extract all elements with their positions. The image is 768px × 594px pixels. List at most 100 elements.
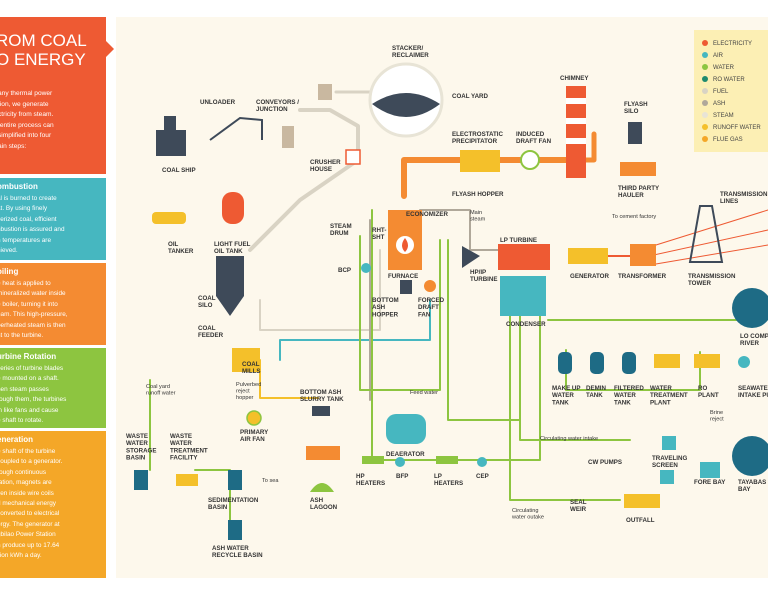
ash-recycle-icon <box>228 520 242 540</box>
chimney-stripe <box>566 138 586 144</box>
air-line <box>279 299 431 361</box>
coal-ship-bridge-icon <box>164 116 176 130</box>
label-circ-intake: Circulating water intake <box>540 436 598 442</box>
transmission-lines <box>639 209 768 266</box>
step-turbine-rotation: urbine Rotation series of turbine blades… <box>0 348 106 428</box>
induced-fan-icon <box>520 150 540 170</box>
wwtf-icon <box>176 474 198 486</box>
label-cw-pumps: CW PUMPS <box>588 459 622 466</box>
label-rht-sht: RHT-SHT <box>372 227 386 241</box>
sidebar: ROM COAL O ENERGY any thermal power tion… <box>0 0 114 594</box>
label-fore-bay: FORE BAY <box>694 479 726 486</box>
legend-dot-icon <box>702 52 708 58</box>
fore-bay-icon <box>700 462 720 478</box>
label-cep: CEP <box>476 473 489 480</box>
legend-dot-icon <box>702 76 708 82</box>
flame-icon <box>402 238 408 252</box>
legend-dot-icon <box>702 112 708 118</box>
legend-item: ELECTRICITY <box>702 40 752 47</box>
step-boiling: oiling e heat is applied to mineralized … <box>0 263 106 345</box>
legend-item: RUNOFF WATER <box>702 124 761 131</box>
label-coal-ship: COAL SHIP <box>162 167 196 174</box>
legend-dot-icon <box>702 136 708 142</box>
sedimentation-icon <box>228 470 242 490</box>
flyash-silo-icon <box>628 122 642 144</box>
steam-line <box>419 209 501 251</box>
hauler-truck-icon <box>620 162 656 176</box>
screen-icon <box>660 470 674 484</box>
legend-dot-icon <box>702 40 708 46</box>
label-economizer: ECONOMIZER <box>406 211 448 218</box>
bottom-ash-hopper-icon <box>400 280 412 294</box>
label-to-sea: To sea <box>262 478 279 484</box>
forced-draft-fan-icon <box>424 280 436 292</box>
legend-dot-icon <box>702 64 708 70</box>
step-combustion: ombustion al is burned to create at. By … <box>0 178 106 260</box>
chimney-icon <box>566 86 586 178</box>
ro-plant-icon <box>694 354 720 368</box>
lp-heaters-icon <box>436 456 458 464</box>
seawater-pump-icon <box>738 356 750 368</box>
label-cement: To cement factory <box>612 214 656 220</box>
label-conveyors: CONVEYORS /JUNCTION <box>256 99 299 113</box>
unloader-icon <box>209 116 263 141</box>
legend-item: FLUE GAS <box>702 136 743 143</box>
label-lp-turbine: LP TURBINE <box>500 237 537 244</box>
deaerator-icon <box>386 414 426 444</box>
river-icon <box>732 288 768 328</box>
transformer-icon <box>630 244 656 266</box>
legend-item: FUEL <box>702 88 728 95</box>
label-bfp: BFP <box>396 473 408 480</box>
condenser-icon <box>500 276 546 316</box>
legend-dot-icon <box>702 100 708 106</box>
step-title: oiling <box>0 267 19 276</box>
label-seawater: SEAWATERINTAKE PU <box>738 385 768 399</box>
label-condenser: CONDENSER <box>506 321 546 328</box>
outfall-icon <box>624 494 660 508</box>
water-line <box>519 299 631 441</box>
cep-pump-icon <box>477 457 487 467</box>
legend-item: AIR <box>702 52 723 59</box>
turbine-icon <box>498 244 550 270</box>
legend-item: STEAM <box>702 112 734 119</box>
coal-ship-icon <box>156 130 186 156</box>
step-title: urbine Rotation <box>0 352 57 361</box>
ash-lagoon-icon <box>310 483 334 492</box>
chimney-stripe <box>566 98 586 104</box>
primary-air-fan-icon <box>246 410 262 426</box>
label-chimney: CHIMNEY <box>560 75 589 82</box>
slurry-tank-icon <box>312 406 330 416</box>
title-panel: ROM COAL O ENERGY any thermal power tion… <box>0 17 114 174</box>
step-text: e heat is applied to mineralized water i… <box>0 280 68 340</box>
legend-item: WATER <box>702 64 734 71</box>
label-stacker: STACKER/RECLAIMER <box>392 45 429 59</box>
hp-heaters-icon <box>362 456 384 464</box>
oil-tanker-icon <box>152 212 186 224</box>
precipitator-icon <box>460 150 500 172</box>
ash-truck-icon <box>306 446 340 460</box>
label-bcp: BCP <box>338 267 351 274</box>
generator-icon <box>568 248 608 264</box>
step-text: al is burned to create at. By using fine… <box>0 195 65 255</box>
